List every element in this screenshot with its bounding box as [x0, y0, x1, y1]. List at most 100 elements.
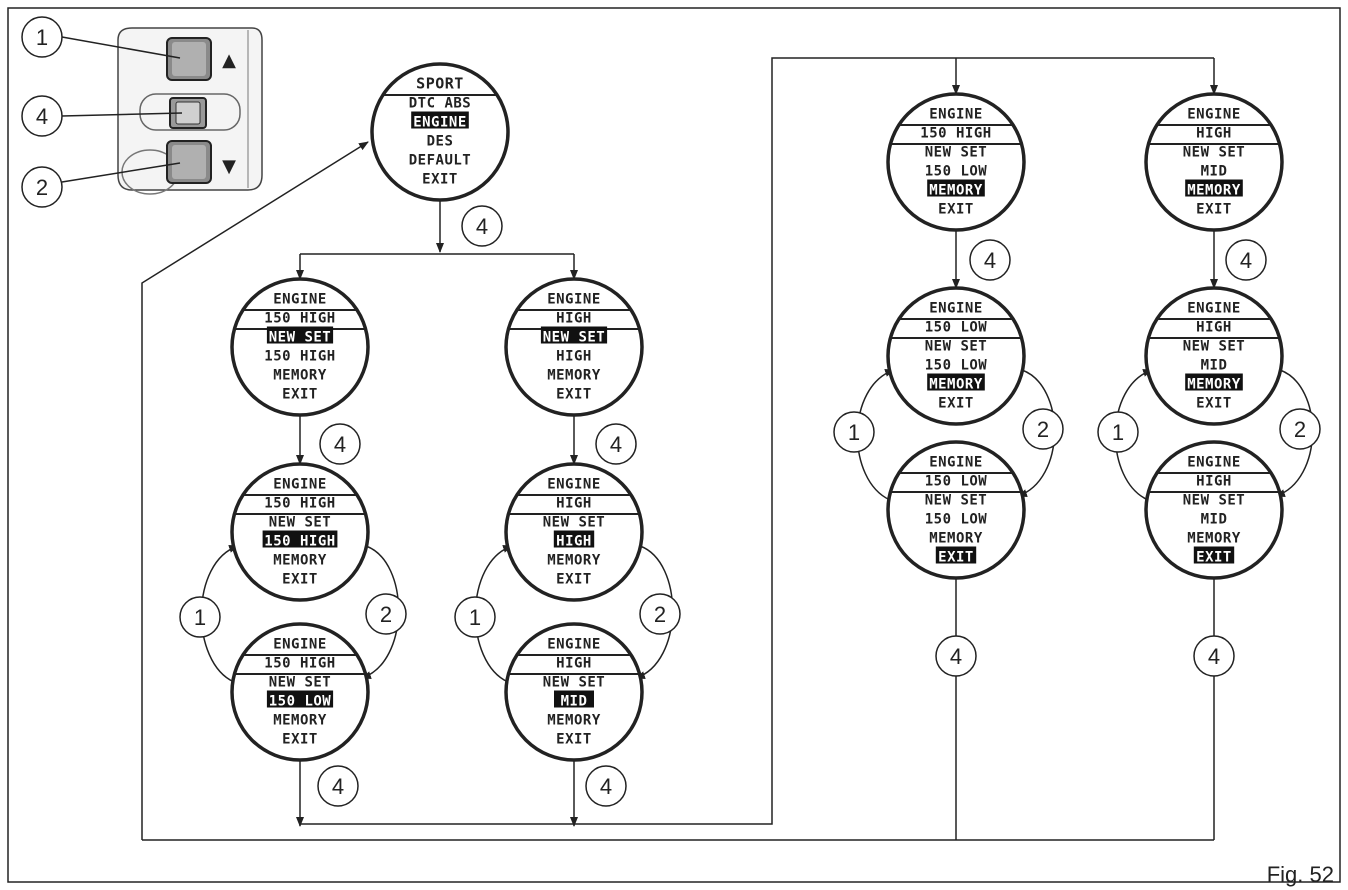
menu-line: HIGH [556, 534, 592, 550]
menu-screen-bezel [504, 277, 644, 417]
menu-line: 150 LOW [925, 358, 988, 374]
callout-down-label: 2 [36, 175, 48, 200]
step-confirm-d3-label: 4 [1208, 644, 1220, 669]
menu-line: EXIT [938, 202, 974, 218]
menu-line: NEW SET [925, 493, 988, 509]
menu-line: ENGINE [547, 637, 601, 653]
menu-line: MEMORY [1187, 531, 1241, 547]
menu-line: 150 LOW [925, 474, 988, 490]
menu-highlight-bar [266, 326, 334, 344]
menu-line: MID [1201, 358, 1228, 374]
menu-line: 150 LOW [925, 164, 988, 180]
menu-line: NEW SET [1183, 339, 1246, 355]
menu-line: HIGH [1196, 474, 1232, 490]
menu-line: HIGH [556, 311, 592, 327]
menu-screen-bezel [886, 440, 1026, 580]
figure-label: Fig. 52 [1267, 862, 1334, 887]
menu-line: HIGH [1196, 126, 1232, 142]
menu-screen-bezel [1144, 286, 1284, 426]
menu-line: NEW SET [269, 515, 332, 531]
menu-line: HIGH [1196, 320, 1232, 336]
menu-line: MEMORY [929, 377, 983, 393]
step-up-c-label: 1 [848, 420, 860, 445]
step-down-d: 2 [1279, 408, 1321, 450]
callout-confirm-label: 4 [36, 104, 48, 129]
menu-line: DEFAULT [409, 153, 472, 169]
step-down-b: 2 [639, 593, 681, 635]
menu-line: 150 HIGH [920, 126, 991, 142]
step-confirm-d1: 4 [1225, 239, 1267, 281]
menu-line: HIGH [556, 656, 592, 672]
step-confirm-b1: 4 [595, 423, 637, 465]
step-up-a: 1 [179, 596, 221, 638]
menu-screen-bezel [230, 277, 370, 417]
step-confirm-d3: 4 [1193, 635, 1235, 677]
menu-line: MEMORY [547, 713, 601, 729]
menu-line: MEMORY [273, 368, 327, 384]
menu-line: 150 LOW [925, 512, 988, 528]
menu-line: NEW SET [1183, 145, 1246, 161]
menu-line: NEW SET [1183, 493, 1246, 509]
step-confirm-c1: 4 [969, 239, 1011, 281]
callout-confirm: 4 [21, 95, 63, 137]
figure-frame [7, 7, 1341, 883]
step-down-a-label: 2 [380, 602, 392, 627]
menu-line: HIGH [556, 496, 592, 512]
menu-highlight-bar [935, 546, 977, 564]
menu-line: NEW SET [269, 330, 332, 346]
step-down-a: 2 [365, 593, 407, 635]
menu-line: EXIT [938, 396, 974, 412]
callout-up-label: 1 [36, 25, 48, 50]
menu-screen-bezel [1144, 92, 1284, 232]
menu-highlight-bar [553, 530, 595, 548]
menu-highlight-bar [262, 530, 338, 548]
step-confirm-c3-label: 4 [950, 644, 962, 669]
menu-line: EXIT [556, 572, 592, 588]
menu-highlight-bar [411, 111, 469, 129]
menu-line: 150 LOW [925, 320, 988, 336]
step-up-c: 1 [833, 411, 875, 453]
menu-line: MEMORY [273, 553, 327, 569]
connector-return-left [141, 141, 369, 840]
menu-line: 150 HIGH [264, 534, 335, 550]
menu-line: 150 HIGH [264, 349, 335, 365]
menu-line: MEMORY [547, 553, 601, 569]
menu-line: DTC ABS [409, 96, 472, 112]
menu-line: MEMORY [929, 183, 983, 199]
menu-highlight-bar [927, 179, 985, 197]
menu-line: DES [427, 134, 454, 150]
menu-line: ENGINE [273, 292, 327, 308]
menu-line: MEMORY [1187, 183, 1241, 199]
menu-highlight-bar [554, 690, 594, 708]
menu-highlight-bar [540, 326, 608, 344]
down-arrow-icon: ▼ [222, 156, 236, 177]
menu-highlight-bar [927, 373, 985, 391]
up-arrow-icon: ▲ [222, 50, 236, 71]
step-down-d-label: 2 [1294, 417, 1306, 442]
menu-line: ENGINE [273, 637, 327, 653]
menu-line: MID [1201, 512, 1228, 528]
menu-line: ENGINE [547, 477, 601, 493]
step-confirm-sport: 4 [461, 205, 503, 247]
menu-line: ENGINE [929, 301, 983, 317]
callout-leader-down [61, 162, 181, 183]
menu-line: EXIT [556, 732, 592, 748]
step-confirm-b3: 4 [585, 765, 627, 807]
menu-line: MEMORY [273, 713, 327, 729]
callout-down: 2 [21, 166, 63, 208]
menu-highlight-bar [1185, 179, 1243, 197]
up-button-face [172, 42, 206, 76]
menu-highlight-bar [1185, 373, 1243, 391]
step-confirm-a3: 4 [317, 765, 359, 807]
